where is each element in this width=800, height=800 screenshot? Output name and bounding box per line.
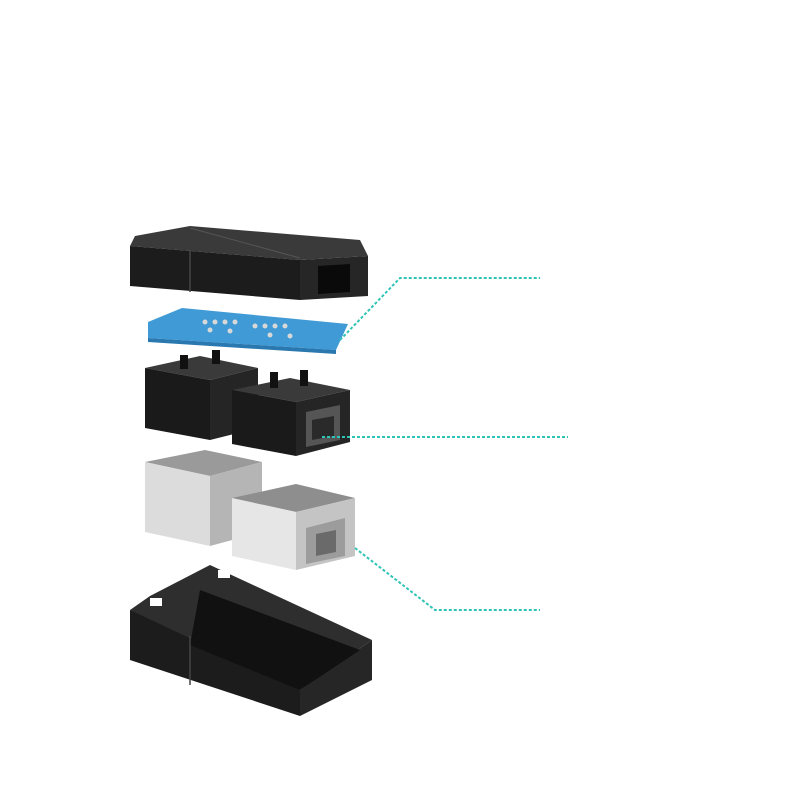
metal-shield-right (232, 484, 355, 570)
callout-line-shield (354, 547, 540, 611)
pcb-board (148, 308, 348, 354)
bottom-base (130, 565, 372, 716)
top-cover (130, 226, 368, 300)
jack-module-right (232, 370, 350, 456)
callout-line-pcb (339, 277, 540, 341)
